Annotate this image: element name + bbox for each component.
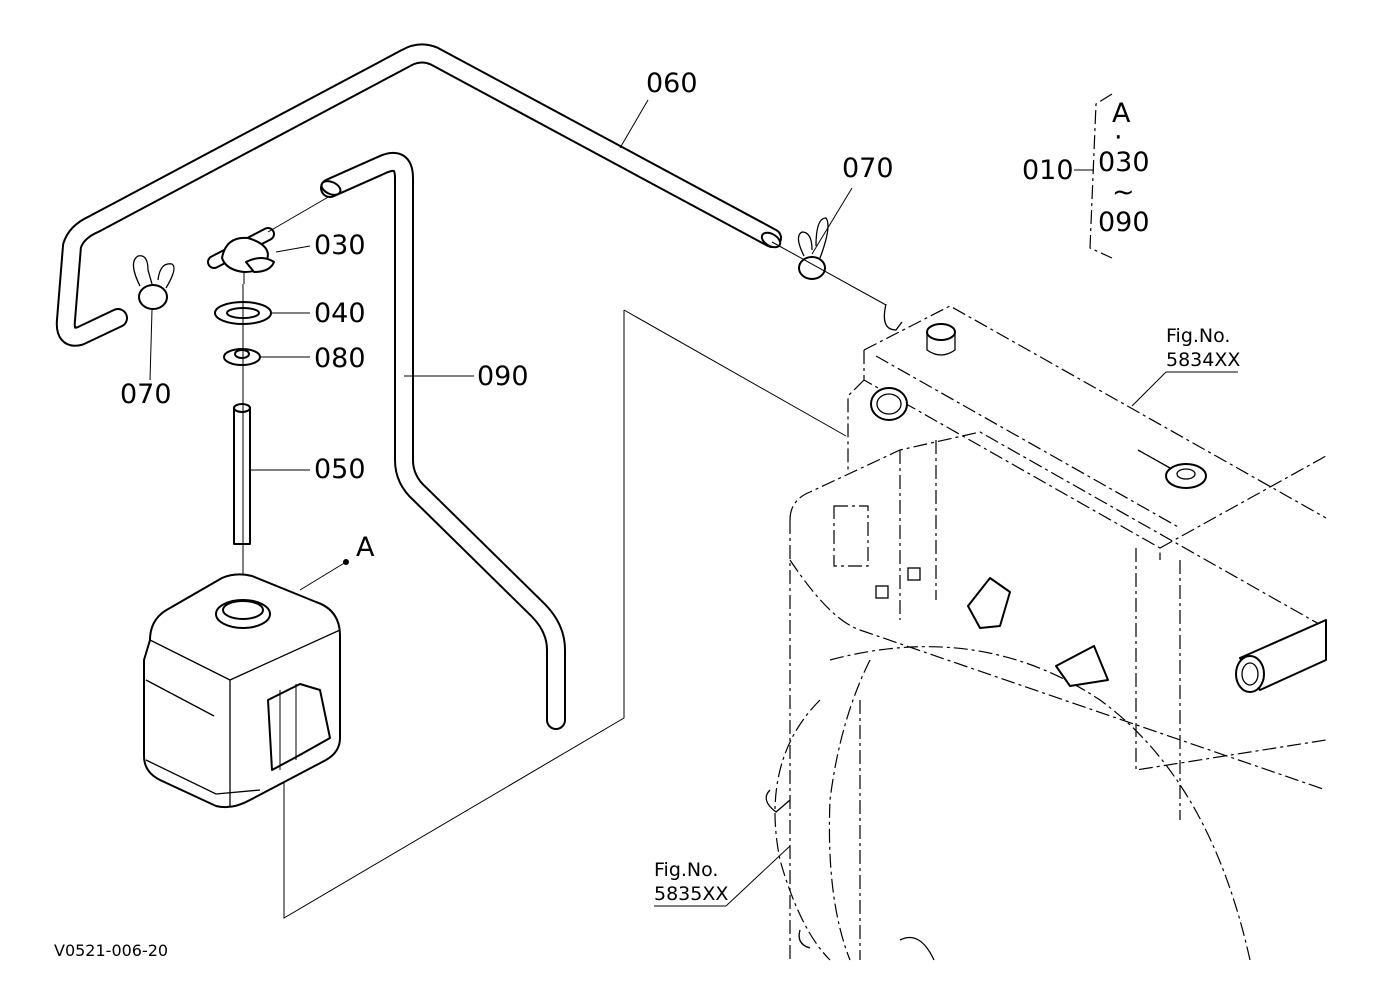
label-070-right: 070 xyxy=(842,153,894,184)
clip-070-left xyxy=(132,255,175,310)
hose-060 xyxy=(55,43,782,347)
hose-090 xyxy=(320,151,566,730)
label-050: 050 xyxy=(314,454,366,485)
kit-dot: · xyxy=(1114,122,1123,153)
label-030: 030 xyxy=(314,230,366,261)
kit-to: 090 xyxy=(1098,207,1150,238)
reserve-tank xyxy=(143,573,341,809)
drawing-code: V0521-006-20 xyxy=(54,941,168,960)
pipe-050 xyxy=(233,403,251,545)
fig-ref-2-number: 5835XX xyxy=(654,883,728,905)
label-070-left: 070 xyxy=(120,379,172,410)
label-010: 010 xyxy=(1022,155,1074,186)
kit-tilde: ~ xyxy=(1112,177,1135,208)
fig-ref-1-label: Fig.No. xyxy=(1166,325,1230,347)
cap-030 xyxy=(207,227,275,284)
fig-ref-1-number: 5834XX xyxy=(1166,349,1240,371)
kit-from: 030 xyxy=(1098,147,1150,178)
label-090: 090 xyxy=(477,361,529,392)
clip-070-right xyxy=(797,217,829,280)
kit-top: A xyxy=(1112,98,1131,129)
leader-lines xyxy=(149,99,1238,907)
radiator-assembly xyxy=(765,303,1327,961)
hose-route-line-2 xyxy=(267,195,331,233)
label-040: 040 xyxy=(314,298,366,329)
hose-route-line xyxy=(771,241,887,306)
reference-frame xyxy=(283,309,847,919)
label-a: A xyxy=(356,532,375,563)
kit-bracket xyxy=(1089,93,1113,259)
label-060: 060 xyxy=(646,68,698,99)
fig-ref-2-label: Fig.No. xyxy=(654,859,718,881)
label-080: 080 xyxy=(314,343,366,374)
bushing-080 xyxy=(223,348,261,366)
